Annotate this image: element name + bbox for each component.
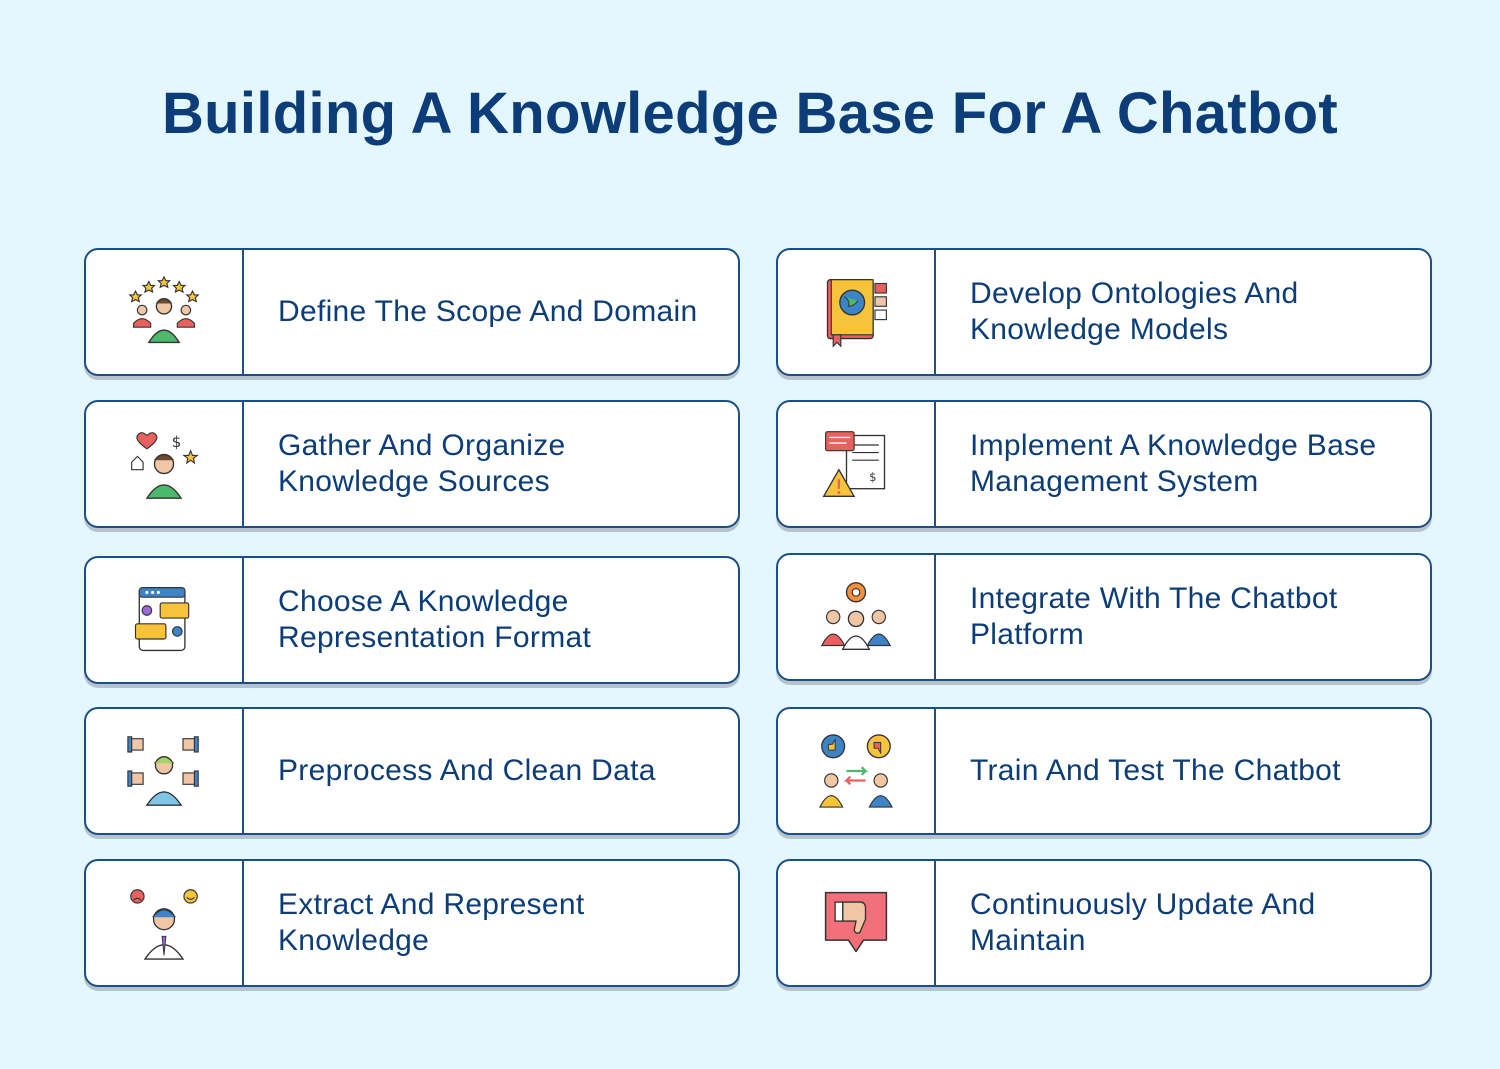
svg-text:$: $ (869, 470, 876, 484)
step-label: Gather And Organize Knowledge Sources (278, 429, 566, 498)
page-title: Building A Knowledge Base For A Chatbot (162, 81, 1338, 146)
step-card-gather-sources: $ Gather And Organize Knowledge Sources (84, 400, 740, 528)
rating-people-icon (128, 275, 200, 344)
step-card-develop-ontologies: Develop Ontologies And Knowledge Models (776, 248, 1432, 376)
emotion-person-icon (130, 889, 198, 960)
svg-text:$: $ (172, 433, 182, 451)
step-card-implement-kbms: $ Implement A Knowledge Base Management … (776, 400, 1432, 528)
chat-window-icon (134, 587, 190, 652)
step-label: Preprocess And Clean Data (278, 754, 656, 787)
team-gear-icon (820, 582, 892, 650)
step-label: Train And Test The Chatbot (970, 754, 1341, 787)
thumbs-down-bubble-icon (824, 891, 888, 953)
step-card-train-test: Train And Test The Chatbot (776, 707, 1432, 835)
step-label: Choose A Knowledge Representation Format (278, 585, 592, 654)
globe-book-icon (826, 279, 887, 348)
step-label: Define The Scope And Domain (278, 295, 698, 328)
step-card-extract-knowledge: Extract And Represent Knowledge (84, 859, 740, 987)
document-warning-icon: $ (822, 431, 886, 497)
step-label: Develop Ontologies And Knowledge Models (970, 277, 1299, 346)
exchange-feedback-icon (818, 734, 894, 808)
step-label: Integrate With The Chatbot Platform (970, 582, 1338, 651)
step-card-choose-format: Choose A Knowledge Representation Format (84, 556, 740, 684)
feedback-thumbs-icon (127, 736, 199, 806)
step-label: Implement A Knowledge Base Management Sy… (970, 429, 1377, 498)
step-card-define-scope: Define The Scope And Domain (84, 248, 740, 376)
step-card-preprocess-data: Preprocess And Clean Data (84, 707, 740, 835)
step-label: Extract And Represent Knowledge (278, 888, 585, 957)
thinking-person-icon: $ (131, 432, 199, 499)
step-card-integrate-platform: Integrate With The Chatbot Platform (776, 553, 1432, 681)
step-card-update-maintain: Continuously Update And Maintain (776, 859, 1432, 987)
step-label: Continuously Update And Maintain (970, 888, 1316, 957)
